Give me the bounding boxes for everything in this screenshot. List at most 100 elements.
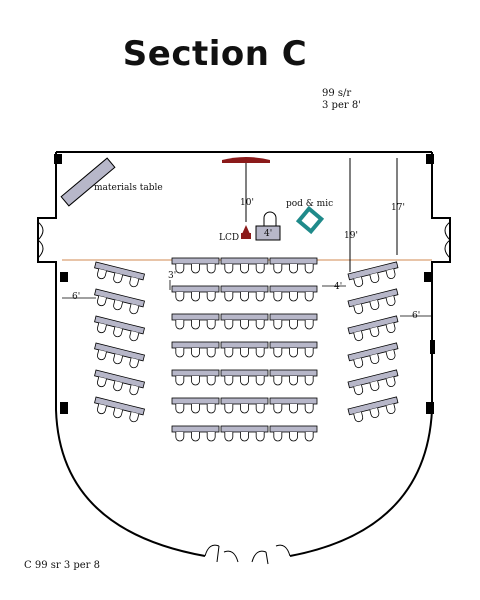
page-title: Section C xyxy=(122,34,308,74)
table xyxy=(171,285,220,293)
capacity-note-line1: 99 s/r xyxy=(322,88,352,99)
table xyxy=(269,313,318,321)
pod-mic-label: pod & mic xyxy=(286,199,333,209)
chair xyxy=(97,295,107,307)
chair xyxy=(304,348,314,358)
table xyxy=(94,342,145,362)
chair xyxy=(240,404,249,414)
chair xyxy=(97,376,107,388)
chair xyxy=(129,411,140,423)
chair xyxy=(113,299,124,311)
dist-6-right-label: 6' xyxy=(412,311,420,321)
chair xyxy=(304,432,314,442)
table xyxy=(220,257,269,265)
chair xyxy=(255,376,265,386)
chair xyxy=(304,264,314,274)
materials-table xyxy=(60,157,116,207)
chair xyxy=(224,292,234,302)
chair xyxy=(369,407,380,418)
center-table xyxy=(269,425,318,442)
left-table xyxy=(94,288,145,315)
chair xyxy=(353,411,364,423)
chair xyxy=(385,403,396,414)
center-table xyxy=(220,369,269,386)
table xyxy=(220,313,269,321)
table xyxy=(347,342,399,362)
dist-4-label: 4' xyxy=(334,282,342,292)
chair xyxy=(255,292,265,302)
center-table xyxy=(269,397,318,414)
chair xyxy=(369,326,380,337)
right-table xyxy=(347,315,399,342)
chair xyxy=(289,432,298,442)
chair xyxy=(304,404,314,414)
chair xyxy=(206,264,216,274)
chair xyxy=(175,348,185,358)
table xyxy=(171,397,220,405)
chair xyxy=(175,264,185,274)
chair xyxy=(273,376,283,386)
chair xyxy=(175,432,185,442)
chair xyxy=(273,264,283,274)
table xyxy=(347,261,399,281)
center-table xyxy=(220,397,269,414)
materials-table-label: materials table xyxy=(94,183,163,193)
chair xyxy=(263,211,277,226)
lcd-base xyxy=(241,233,251,239)
left-table xyxy=(94,396,145,423)
chair xyxy=(206,292,216,302)
chair xyxy=(224,348,234,358)
chair xyxy=(273,320,283,330)
chair xyxy=(175,376,185,386)
chair xyxy=(353,384,364,396)
chair xyxy=(191,404,200,414)
chair xyxy=(289,320,298,330)
chair xyxy=(369,353,380,364)
left-table xyxy=(94,261,145,288)
chair xyxy=(206,432,216,442)
table xyxy=(269,397,318,405)
left-seating xyxy=(94,261,145,423)
capacity-note-line2: 3 per 8' xyxy=(322,100,361,111)
table-4ft xyxy=(255,225,281,241)
table xyxy=(94,315,145,335)
left-table xyxy=(94,342,145,369)
dist-19-label: 19' xyxy=(344,231,358,241)
dist-3-label: 3' xyxy=(168,271,176,281)
table xyxy=(171,313,220,321)
chair xyxy=(255,432,265,442)
right-door[interactable] xyxy=(444,221,451,259)
bottom-doors[interactable] xyxy=(204,544,291,565)
right-table xyxy=(347,396,399,423)
table xyxy=(171,341,220,349)
wall-column xyxy=(60,272,68,282)
chair xyxy=(129,357,140,369)
right-table xyxy=(347,261,399,288)
chair xyxy=(113,407,124,419)
chair xyxy=(289,264,298,274)
chair xyxy=(113,326,124,338)
chair xyxy=(353,303,364,315)
center-table xyxy=(171,313,220,330)
table-4ft-label: 4' xyxy=(264,229,272,239)
chair xyxy=(224,404,234,414)
left-door[interactable] xyxy=(37,221,44,259)
chair xyxy=(224,264,234,274)
chair xyxy=(289,404,298,414)
right-table xyxy=(347,369,399,396)
chair xyxy=(369,380,380,391)
chair xyxy=(240,292,249,302)
left-table xyxy=(94,369,145,396)
center-table xyxy=(269,341,318,358)
center-table xyxy=(220,425,269,442)
chair xyxy=(255,264,265,274)
chair xyxy=(255,404,265,414)
table xyxy=(347,369,399,389)
center-table xyxy=(171,285,220,302)
center-seating xyxy=(171,257,318,442)
center-table xyxy=(269,257,318,274)
table xyxy=(269,425,318,433)
chair xyxy=(240,348,249,358)
table xyxy=(347,396,399,416)
chair xyxy=(273,404,283,414)
